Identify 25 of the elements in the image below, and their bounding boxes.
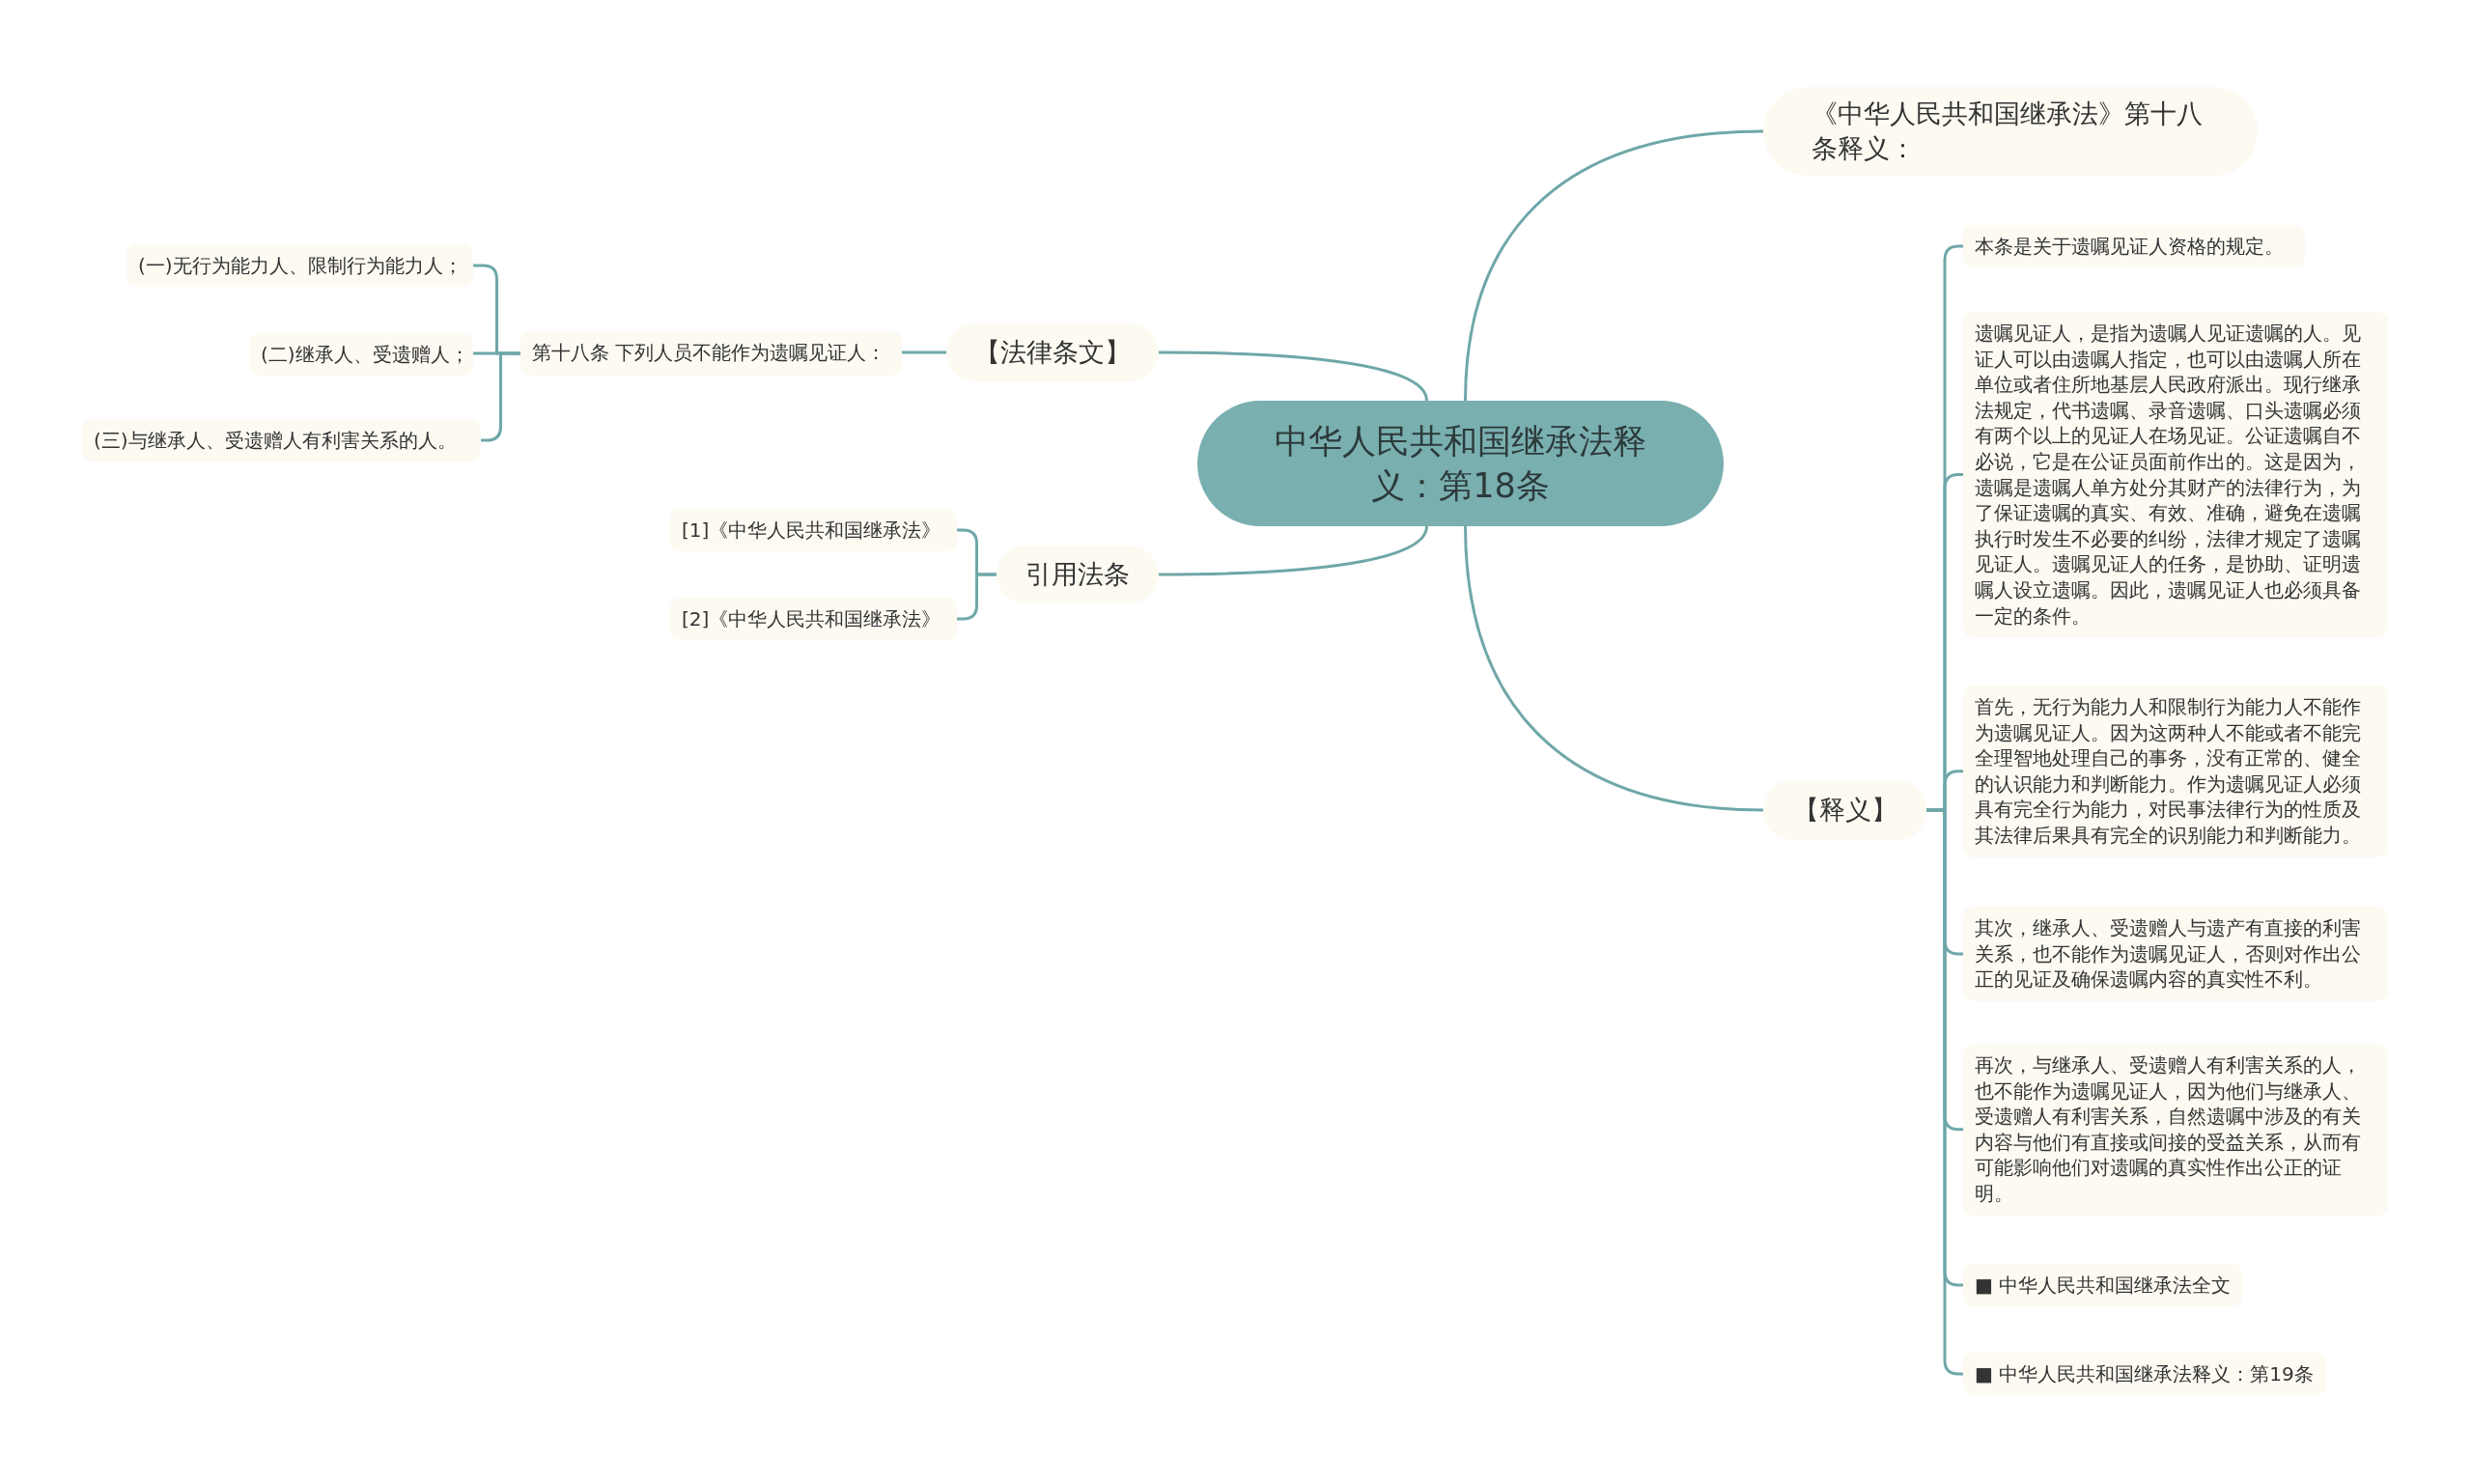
subtopic-box: [1]《中华人民共和国继承法》	[670, 509, 957, 551]
connector	[1464, 129, 1764, 402]
subtopic-box: 本条是关于遗嘱见证人资格的规定。	[1963, 225, 2305, 267]
subtopic-box: 第十八条 下列人员不能作为遗嘱见证人：	[520, 331, 902, 376]
subtopic-box: (三)与继承人、受遗赠人有利害关系的人。	[82, 419, 481, 462]
subtopic-box: (一)无行为能力人、限制行为能力人；	[126, 244, 473, 287]
note-card: 首先，无行为能力人和限制行为能力人不能作为遗嘱见证人。因为这两种人不能或者不能完全理智地处理自己的事务，没有正常的、健全的认识能力和判断能力。作为遗嘱见证人必须具有完全行为能力，对民事法律行为的性质及其法律后果具有完全的识别能力和判断能力。	[1963, 686, 2388, 857]
topic-box: 《中华人民共和国继承法》第十八条释义：	[1763, 87, 2258, 176]
topic-box: 【法律条文】	[946, 323, 1159, 381]
root-topic: 中华人民共和国继承法释义：第18条	[1197, 401, 1724, 526]
subtopic-box: (二)继承人、受遗赠人；	[249, 333, 473, 376]
topic-box: 【释义】	[1763, 780, 1926, 840]
connector	[481, 351, 520, 442]
connector	[902, 350, 946, 354]
connector	[1159, 350, 1428, 402]
topic-box: 引用法条	[997, 546, 1159, 603]
note-card: 再次，与继承人、受遗赠人有利害关系的人，也不能作为遗嘱见证人，因为他们与继承人、受遗赠人有利害关系，自然遗嘱中涉及的有关内容与他们有直接或间接的受益关系，从而有可能影响他们对遗嘱的真实性作出公正的证明。	[1963, 1044, 2388, 1216]
subtopic-box: [2]《中华人民共和国继承法》	[670, 598, 957, 640]
subtopic-box: ■ 中华人民共和国继承法全文	[1963, 1264, 2242, 1306]
connector	[1464, 525, 1764, 812]
note-card: 遗嘱见证人，是指为遗嘱人见证遗嘱的人。见证人可以由遗嘱人指定，也可以由遗嘱人所在单位或者住所地基层人民政府派出。现行继承法规定，代书遗嘱、录音遗嘱、口头遗嘱必须有两个以上的见证人在场见证。公证遗嘱自不必说，它是在公证员面前作出的。这是因为，遗嘱是遗嘱人单方处分其财产的法律行为，为了保证遗嘱的真实、有效、准确，避免在遗嘱执行时发生不必要的纠纷，法律才规定了遗嘱见证人。遗嘱见证人的任务，是协助、证明遗嘱人设立遗嘱。因此，遗嘱见证人也必须具备一定的条件。	[1963, 312, 2388, 638]
note-card: 其次，继承人、受遗赠人与遗产有直接的利害关系，也不能作为遗嘱见证人，否则对作出公正的见证及确保遗嘱内容的真实性不利。	[1963, 907, 2388, 1001]
connector	[957, 573, 997, 621]
subtopic-box: ■ 中华人民共和国继承法释义：第19条	[1963, 1353, 2326, 1395]
connector	[1159, 525, 1428, 576]
